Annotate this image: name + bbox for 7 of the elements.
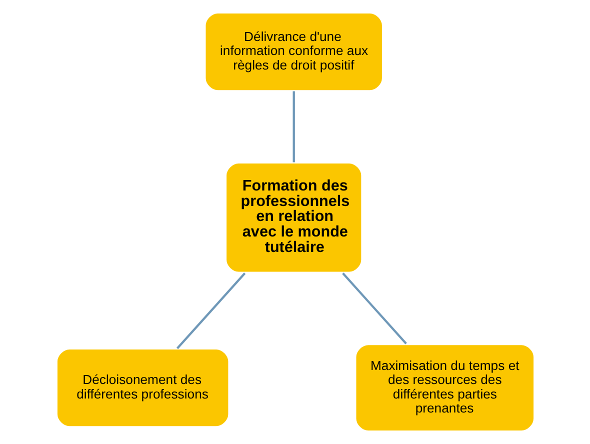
node-box: Délivrance d'une information conforme aux règles de droit positif [203,11,384,92]
node-box: Maximisation du temps et des ressources des différentes parties prenantes [354,342,536,433]
connector [292,91,294,162]
connector [342,272,406,344]
node-box: Décloisonement des différentes professions [54,347,230,428]
connector [176,272,246,350]
node-box: Formation des professionnels en relation avec le monde tutélaire [224,161,363,274]
